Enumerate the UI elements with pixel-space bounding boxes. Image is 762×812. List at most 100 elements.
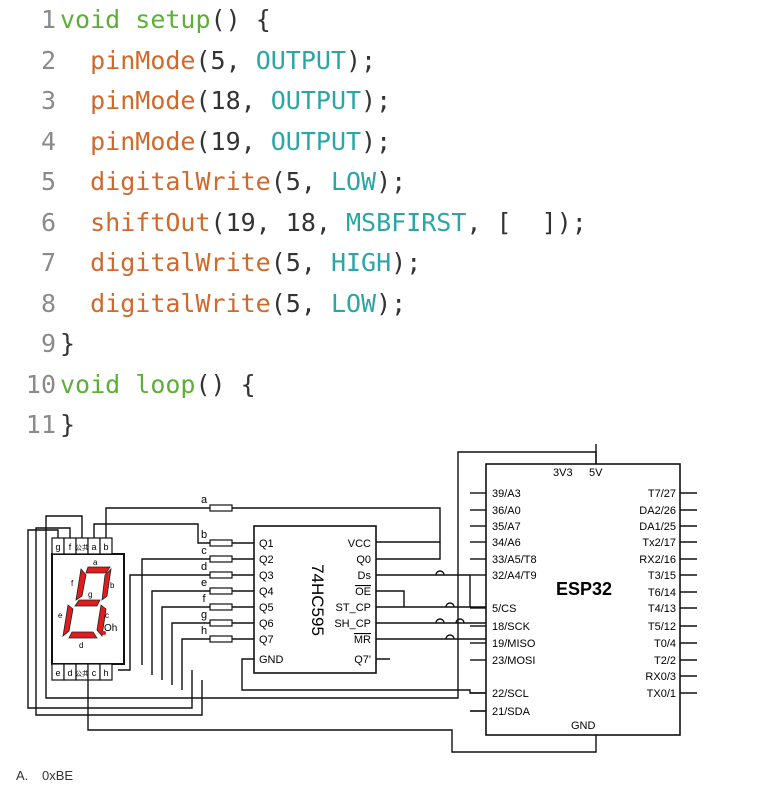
esp32-right-pin-label: T4/13 bbox=[648, 603, 676, 615]
code-token: () { bbox=[210, 5, 271, 34]
display-bottom-pin-label: h bbox=[103, 668, 108, 678]
code-token: pinMode bbox=[90, 86, 196, 115]
esp32-left-pin-label: 34/A6 bbox=[492, 537, 521, 549]
wire-hop bbox=[435, 618, 445, 624]
code-token: ); bbox=[376, 167, 407, 196]
seg-label-a: a bbox=[93, 558, 98, 567]
shift-register-chip: 74HC595 bbox=[253, 525, 377, 674]
code-token: ); bbox=[361, 86, 392, 115]
code-token: } bbox=[60, 410, 76, 439]
code-token bbox=[60, 167, 90, 196]
code-token: digitalWrite bbox=[90, 167, 271, 196]
sr-left-pin-label: Q3 bbox=[259, 570, 274, 582]
wire-label: c bbox=[201, 545, 207, 557]
line-number: 9 bbox=[40, 329, 56, 358]
line-number: 2 bbox=[40, 45, 56, 75]
line-number: 6 bbox=[40, 207, 56, 237]
code-token: pinMode bbox=[90, 126, 196, 156]
line-number: 10 bbox=[25, 369, 56, 399]
code-token: OUTPUT bbox=[270, 126, 362, 156]
code-token: void bbox=[60, 369, 121, 399]
code-token: (19, 18, bbox=[210, 207, 346, 237]
sr-right-pin-label: ST_CP bbox=[336, 602, 371, 614]
chip-name: 74HC595 bbox=[308, 564, 327, 636]
code-token bbox=[60, 127, 90, 156]
code-token: pinMode bbox=[90, 45, 196, 75]
code-token: loop bbox=[135, 369, 196, 399]
wire bbox=[27, 529, 193, 709]
code-token: HIGH bbox=[330, 248, 392, 277]
code-line: 2 pinMode(5, OUTPUT); bbox=[0, 41, 376, 81]
segment-b bbox=[101, 567, 112, 601]
answer-option[interactable]: A.0xBE bbox=[16, 768, 73, 783]
wire bbox=[118, 574, 210, 671]
code-token: ); bbox=[346, 45, 377, 75]
wire-hop bbox=[455, 618, 465, 624]
code-token: void bbox=[60, 5, 121, 34]
esp32-left-pin-label: 18/SCK bbox=[492, 621, 531, 633]
wire bbox=[171, 622, 210, 685]
esp32-right-pin-label: T5/12 bbox=[648, 621, 676, 633]
wire-label: f bbox=[202, 593, 206, 605]
wires bbox=[27, 444, 597, 753]
display-top-pin-label: g bbox=[55, 542, 60, 552]
code-token: setup bbox=[135, 5, 211, 34]
sr-right-pin-label: OE bbox=[355, 586, 371, 598]
sr-left-pin-label: Q2 bbox=[259, 554, 274, 566]
code-token bbox=[60, 46, 90, 75]
esp32-pin-5v: 5V bbox=[589, 467, 603, 479]
code-token: MSBFIRST bbox=[346, 207, 467, 237]
code-token: OUTPUT bbox=[270, 86, 362, 115]
resistor bbox=[209, 504, 233, 512]
wire bbox=[376, 542, 441, 560]
resistor bbox=[209, 571, 233, 579]
seg-label-d: d bbox=[79, 641, 83, 650]
wire-hop bbox=[435, 570, 445, 576]
esp32-right-pin-label: Tx2/17 bbox=[642, 537, 676, 549]
resistor bbox=[209, 587, 233, 595]
code-token: shiftOut bbox=[90, 207, 211, 237]
segment-e bbox=[62, 604, 74, 637]
resistor bbox=[209, 603, 233, 611]
sr-left-pin-label: Q4 bbox=[259, 586, 274, 598]
line-number: 5 bbox=[40, 167, 56, 196]
esp32-right-pin-label: T3/15 bbox=[648, 570, 676, 582]
wire bbox=[161, 606, 210, 680]
esp32-left-pin-label: 21/SDA bbox=[492, 706, 531, 718]
sr-left-pin-label: Q5 bbox=[259, 602, 274, 614]
seg-label-f: f bbox=[71, 579, 74, 588]
code-token: OUTPUT bbox=[255, 45, 346, 75]
line-number: 7 bbox=[40, 248, 56, 277]
code-line: 7 digitalWrite(5, HIGH); bbox=[0, 243, 421, 283]
dp-label: Oh bbox=[104, 623, 117, 634]
sr-left-pin-label: GND bbox=[259, 654, 284, 666]
line-number: 1 bbox=[40, 5, 56, 34]
display-top-pin bbox=[99, 537, 113, 555]
code-token: (5, bbox=[270, 288, 331, 318]
display-bottom-pin bbox=[99, 663, 113, 681]
segment-c bbox=[96, 604, 107, 637]
wire-hop bbox=[445, 634, 455, 640]
wire bbox=[151, 590, 210, 675]
answer-value: 0xBE bbox=[42, 768, 74, 783]
wire-label: h bbox=[201, 625, 207, 637]
sr-right-pin-label: Ds bbox=[358, 570, 372, 582]
esp32-left-pin-label: 22/SCL bbox=[492, 688, 529, 700]
sr-right-pin-label: Q0 bbox=[356, 554, 371, 566]
esp32-right-pin-label: DA2/26 bbox=[639, 505, 676, 517]
code-token: LOW bbox=[330, 288, 377, 318]
esp32-pin-3v3: 3V3 bbox=[553, 467, 573, 479]
esp32-right-pin-label: RX0/3 bbox=[645, 671, 676, 683]
esp32-left-pin-label: 33/A5/T8 bbox=[492, 554, 537, 566]
code-token: LOW bbox=[330, 167, 377, 196]
code-token: ); bbox=[361, 126, 392, 156]
segment-a bbox=[85, 566, 111, 574]
seven-segment-display: a b c d e f g Oh bbox=[51, 553, 125, 665]
esp32-left-pin-label: 39/A3 bbox=[492, 488, 521, 500]
wire bbox=[105, 507, 210, 538]
code-token bbox=[60, 289, 90, 318]
